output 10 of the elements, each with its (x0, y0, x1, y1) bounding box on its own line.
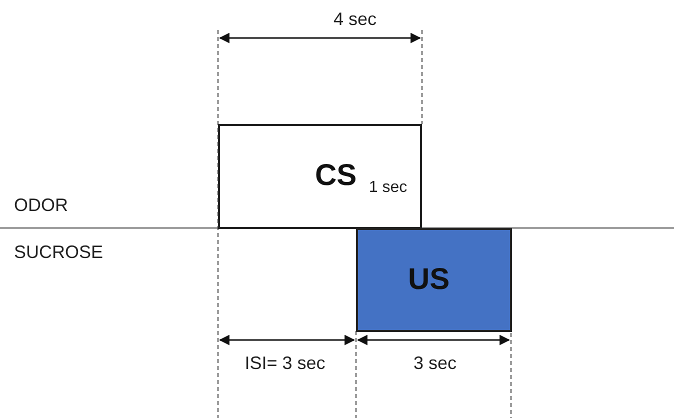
stimulus-box (356, 228, 512, 332)
box-label: US (408, 263, 450, 297)
duration-label: ISI= 3 sec (244, 352, 326, 375)
stimulus-box (218, 124, 422, 229)
duration-label: 4 sec (332, 8, 378, 31)
row-label: ODOR (14, 194, 69, 217)
box-label: CS (315, 159, 357, 193)
row-label: SUCROSE (14, 241, 104, 264)
duration-label: 1 sec (368, 178, 408, 198)
duration-label: 3 sec (412, 352, 458, 375)
